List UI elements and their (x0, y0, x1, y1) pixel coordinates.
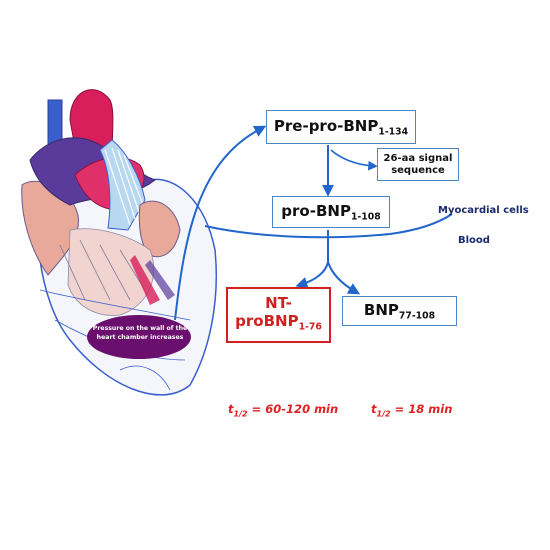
pro-bnp-subscript: 1-108 (350, 211, 381, 223)
bnp-label: BNP (363, 300, 399, 319)
blood-label: Blood (458, 235, 490, 246)
arrow-to-signal (330, 149, 378, 171)
pre-pro-bnp-label: Pre-pro-BNP (273, 116, 379, 135)
pressure-text: Pressure on the wall of the heart chambe… (92, 325, 188, 341)
cell-membrane-line (204, 213, 453, 239)
bnp-half-life-t: t (371, 402, 377, 416)
pre-pro-bnp-subscript: 1-134 (378, 126, 409, 138)
nt-half-life-value: = 60-120 min (247, 402, 339, 416)
nt-line-1: NT- (265, 293, 292, 312)
signal-line-1: 26-aa signal (383, 152, 453, 164)
box-bnp: BNP77-108 (342, 296, 457, 326)
bnp-half-life: t1/2 = 18 min (371, 402, 452, 418)
nt-half-life: t1/2 = 60-120 min (228, 402, 338, 418)
nt-probnp-subscript: 1-76 (298, 321, 322, 333)
signal-line-2: sequence (391, 164, 445, 176)
heart-right-atrium (138, 200, 181, 258)
pressure-ellipse (87, 315, 191, 359)
nt-half-life-t: t (228, 402, 234, 416)
nt-half-life-sub: 1/2 (233, 409, 248, 419)
box-signal-sequence: 26-aa signal sequence (377, 148, 459, 181)
arrow-pro-to-bnp (327, 261, 361, 295)
box-pro-bnp: pro-BNP1-108 (272, 196, 390, 228)
bnp-half-life-value: = 18 min (390, 402, 453, 416)
nt-probnp-label: proBNP (235, 311, 299, 330)
bnp-subscript: 77-108 (398, 310, 436, 322)
pro-bnp-label: pro-BNP (281, 201, 351, 220)
arrow-heart-to-prepro (174, 125, 267, 321)
myocardial-cells-label: Myocardial cells (438, 205, 529, 216)
box-pre-pro-bnp: Pre-pro-BNP1-134 (266, 110, 416, 144)
heart-pulmonary (99, 139, 146, 231)
bnp-half-life-sub: 1/2 (376, 409, 391, 419)
box-nt-probnp: NT- proBNP1-76 (226, 287, 331, 343)
